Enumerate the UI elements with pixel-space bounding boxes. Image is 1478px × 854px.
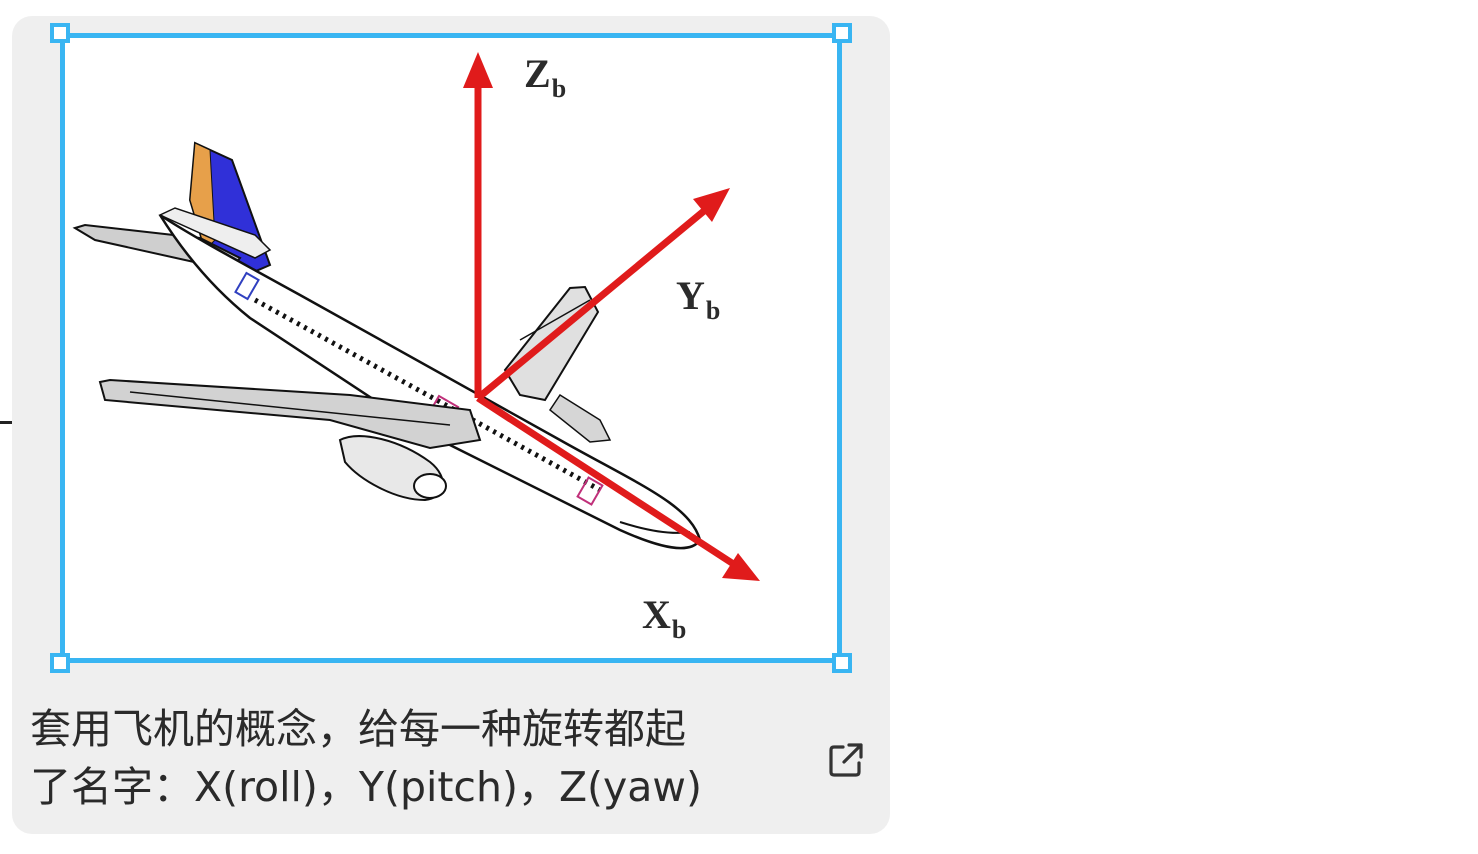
- resize-handle-bottom-right[interactable]: [832, 653, 852, 673]
- resize-handle-top-left[interactable]: [50, 23, 70, 43]
- axis-label-x: Xb: [642, 592, 687, 644]
- caption-line-1: 套用飞机的概念，给每一种旋转都起: [30, 705, 686, 753]
- caption-line-2: 了名字：X(roll)，Y(pitch)，Z(yaw): [30, 763, 702, 811]
- airplane-axes-figure: [72, 52, 760, 581]
- selected-image-frame[interactable]: [60, 33, 842, 663]
- edge-marker: [0, 421, 12, 424]
- resize-handle-bottom-left[interactable]: [50, 653, 70, 673]
- resize-handle-top-right[interactable]: [832, 23, 852, 43]
- axis-label-z: Zb: [524, 51, 567, 103]
- body-axes: [463, 52, 760, 581]
- airplane-drawing: [72, 141, 702, 550]
- axis-label-y: Yb: [676, 273, 721, 325]
- image-caption: 套用飞机的概念，给每一种旋转都起 了名字：X(roll)，Y(pitch)，Z(…: [30, 700, 810, 816]
- external-link-icon: [829, 743, 863, 777]
- open-external-button[interactable]: [818, 732, 874, 788]
